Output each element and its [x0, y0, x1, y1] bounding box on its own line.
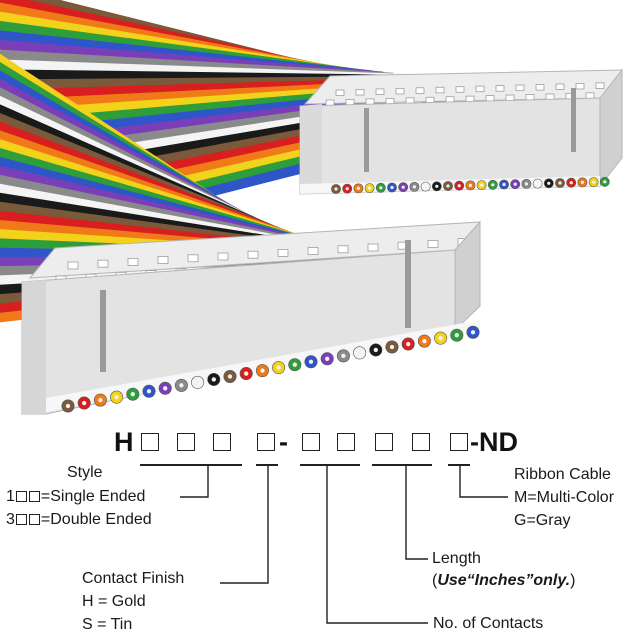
length-code-underline: [372, 464, 432, 466]
cable-code-underline: [448, 464, 470, 466]
code-position-box-8: [412, 433, 430, 451]
ribbon-cable-option-multicolor: M=Multi-Color: [514, 489, 615, 506]
length-note: (Use“Inches”only.): [432, 573, 575, 589]
code-position-box: [28, 491, 40, 502]
code-position-box: [28, 514, 40, 525]
style-option-single-text: =Single Ended: [40, 488, 146, 505]
code-position-box: [15, 491, 27, 502]
length-note-open: (: [432, 572, 438, 589]
length-note-text: Use“Inches”only.: [437, 572, 571, 589]
code-position-box-3: [213, 433, 231, 451]
style-option-single-code: 1: [6, 488, 15, 505]
code-position-box-7: [375, 433, 393, 451]
contact-finish-option-tin: S = Tin: [82, 616, 133, 633]
contacts-code-underline: [300, 464, 360, 466]
code-position-box-4: [257, 433, 275, 451]
code-position-box-9: [450, 433, 468, 451]
connector-back-wire-ends: [331, 176, 610, 194]
style-option-double-code: 3: [6, 511, 15, 528]
code-position-box-6: [337, 433, 355, 451]
code-position-box: [15, 514, 27, 525]
connector-front-wire-ends: [61, 325, 480, 413]
contact-finish-title: Contact Finish: [82, 570, 185, 587]
ribbon-cable-assembly-illustration: [0, 0, 624, 415]
length-note-close: ): [570, 572, 576, 589]
contact-finish-option-gold: H = Gold: [82, 593, 146, 610]
code-position-box-5: [302, 433, 320, 451]
finish-code-underline: [256, 464, 278, 466]
part-number-prefix: H: [114, 427, 134, 457]
code-position-box-2: [177, 433, 195, 451]
connector-back-contact-holes: [325, 82, 605, 106]
connector-front: [21, 220, 482, 415]
style-title: Style: [67, 464, 103, 481]
ribbon-cable-option-gray: G=Gray: [514, 512, 571, 529]
style-option-single: 1 =Single Ended: [6, 489, 145, 505]
part-number-separator: -: [279, 427, 288, 457]
part-number-suffix: -ND: [470, 427, 518, 457]
length-title: Length: [432, 550, 481, 567]
style-option-double-text: =Double Ended: [40, 511, 152, 528]
style-option-double: 3 =Double Ended: [6, 512, 152, 528]
code-position-box-1: [141, 433, 159, 451]
contacts-title: No. of Contacts: [433, 615, 544, 632]
connector-back: [299, 68, 624, 195]
style-code-underline: [140, 464, 242, 466]
ribbon-cable-title: Ribbon Cable: [514, 466, 611, 483]
